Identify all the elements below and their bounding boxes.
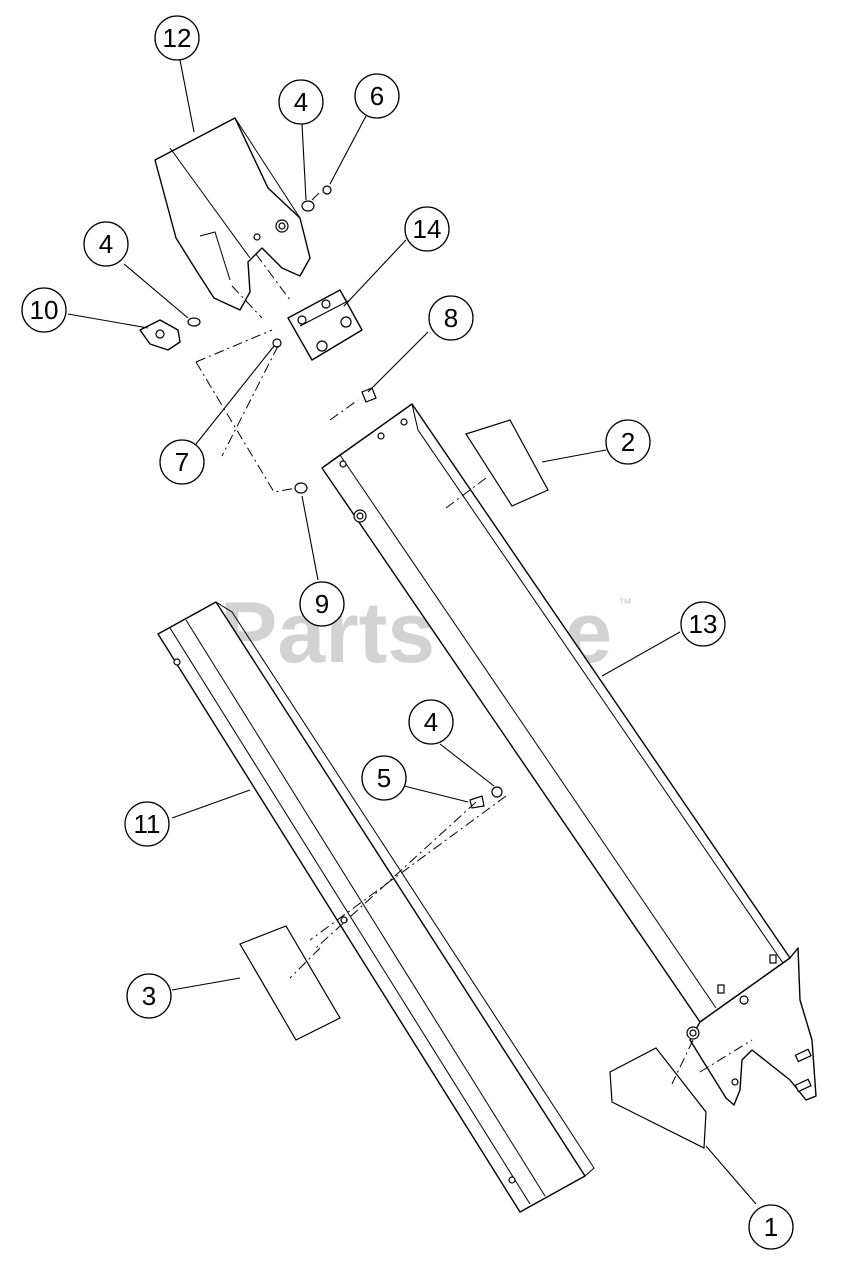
bolt-5 [469,795,485,809]
callout-1-label: 1 [764,1212,778,1242]
callout-10: 10 [21,287,67,333]
callouts: 12 4 6 4 14 10 8 7 [21,15,794,1250]
callout-8-label: 8 [444,303,458,333]
callout-10-label: 10 [30,295,59,325]
callout-12: 12 [154,15,200,61]
callout-11-label: 11 [134,809,161,839]
nut-7 [272,338,282,348]
part-11-chute-cover [157,601,595,1213]
bolt-8 [361,387,377,403]
callout-14-label: 14 [413,214,442,244]
callout-13: 13 [680,601,726,647]
part-1-mounting-bracket [686,947,817,1106]
callout-leaders [67,59,757,1205]
callout-14: 14 [404,206,450,252]
callout-4-top: 4 [278,79,324,125]
watermark-trademark: ™ [618,595,632,611]
washer-9 [294,482,308,494]
callout-4-top-label: 4 [294,87,308,117]
callout-4-left-label: 4 [99,229,113,259]
callout-6-label: 6 [370,81,384,111]
callout-5: 5 [361,755,407,801]
callout-1: 1 [748,1204,794,1250]
washer-4-top [301,200,315,212]
nut-6 [322,185,332,195]
callout-13-label: 13 [689,609,718,639]
part-10-knob [139,319,181,351]
callout-5-label: 5 [377,763,391,793]
callout-6: 6 [354,73,400,119]
callout-2-label: 2 [621,427,635,457]
callout-7: 7 [159,439,205,485]
callout-4-left: 4 [83,221,129,267]
decal-2 [465,419,549,507]
decal-1 [609,1047,707,1149]
washer-4-left [187,317,201,327]
callout-12-label: 12 [163,23,192,53]
callout-2: 2 [605,419,651,465]
callout-8: 8 [428,295,474,341]
assembly-lines [195,191,753,1085]
hardware [187,185,503,809]
part-14-hinge-plate [287,289,363,361]
part-12-deflector [154,117,311,311]
callout-9-label: 9 [315,589,329,619]
decals [239,419,707,1149]
washer-4-mid [491,786,503,798]
decal-3 [239,925,341,1041]
callout-3-label: 3 [142,981,156,1011]
callout-3: 3 [126,973,172,1019]
callout-4-mid: 4 [408,699,454,745]
callout-7-label: 7 [175,447,189,477]
callout-4-mid-label: 4 [424,707,438,737]
callout-11: 11 [124,801,170,847]
callout-9: 9 [299,581,345,627]
